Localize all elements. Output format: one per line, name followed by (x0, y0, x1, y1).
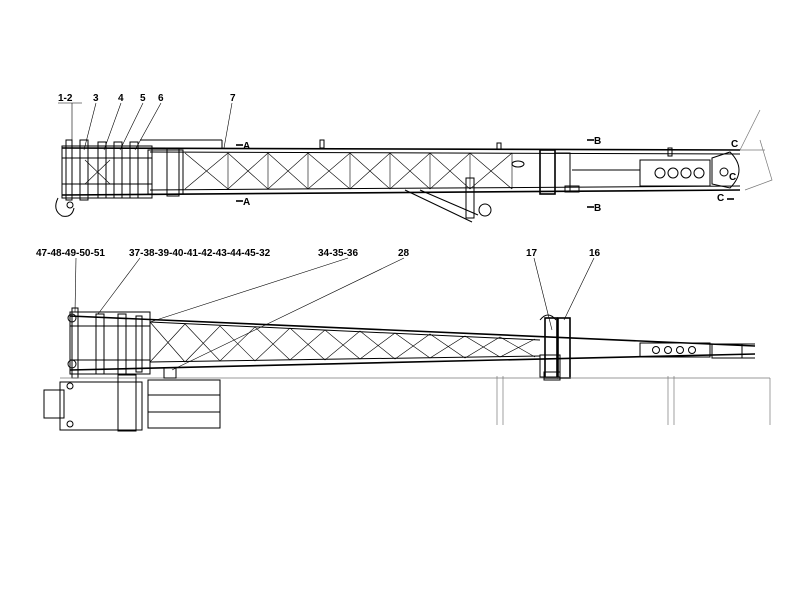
bottom-lattice (149, 321, 536, 363)
callout-16: 16 (589, 248, 601, 259)
callout-6: 6 (158, 93, 164, 104)
top-view-boom (55, 109, 773, 223)
callout-47-51: 47-48-49-50-51 (36, 248, 105, 259)
callout-3: 3 (93, 93, 99, 104)
callout-5: 5 (140, 93, 146, 104)
callout-37-32: 37-38-39-40-41-42-43-44-45-32 (129, 248, 271, 259)
section-c-top: C (731, 139, 738, 150)
top-lattice (184, 152, 513, 190)
section-c-mid: C (729, 172, 736, 183)
callout-4: 4 (118, 93, 124, 104)
section-b-top: B (594, 136, 601, 147)
callout-17: 17 (526, 248, 538, 259)
callout-34-36: 34-35-36 (318, 248, 358, 259)
section-c-bottom: C (717, 193, 724, 204)
top-view-callouts: 1-2 3 4 5 6 7 (58, 93, 236, 152)
section-b-bottom: B (594, 203, 601, 214)
bottom-view-boom (43, 307, 771, 432)
section-a-top: A (243, 141, 250, 152)
callout-28: 28 (398, 248, 410, 259)
callout-7: 7 (230, 93, 236, 104)
callout-1-2: 1-2 (58, 93, 73, 104)
section-markers: A A B B C C C (236, 136, 738, 214)
section-a-bottom: A (243, 197, 250, 208)
bottom-view-callouts: 47-48-49-50-51 37-38-39-40-41-42-43-44-4… (36, 248, 601, 371)
